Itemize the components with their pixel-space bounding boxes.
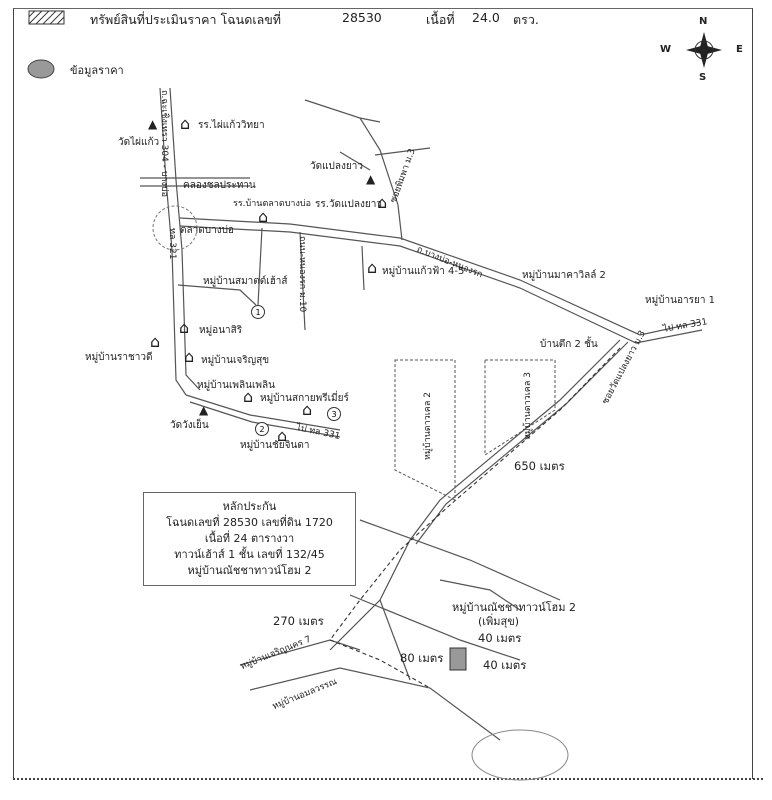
label-smart-house: หมู่บ้านสมาตต์เฮ้าส์ — [203, 276, 288, 287]
area-value: 24.0 — [472, 10, 500, 25]
label-canal: คลองชลประทาน — [183, 180, 256, 191]
compass-south: S — [699, 72, 707, 83]
label-road-304: ถ.ฉะเชิงเทรา 304 - บางบ่อ — [159, 90, 169, 198]
house-icon: ⌂ — [258, 207, 269, 226]
deed-number: 28530 — [342, 10, 382, 25]
label-lot-1: หมู่บ้านดาวเคล 2 — [423, 392, 433, 460]
price-info-legend-icon — [27, 59, 55, 79]
house-icon: ⌂ — [367, 258, 378, 277]
house-icon: ⌂ — [150, 332, 161, 351]
route-dashed-80 — [329, 639, 431, 689]
road-331-south-1 — [185, 394, 341, 431]
property-title: ทรัพย์สินที่ประเมินราคา โฉนดเลขที่ — [90, 12, 282, 27]
stamp-seal — [471, 729, 569, 781]
area-label: เนื้อที่ — [426, 12, 455, 27]
road-bang-bo-1 — [179, 217, 701, 336]
soi-branch — [359, 117, 381, 123]
label-ana-siri: หมู่อนาสิริ — [199, 325, 243, 336]
estate-road-west — [379, 599, 411, 681]
road-short-2 — [257, 227, 263, 306]
hatched-legend-icon — [28, 10, 65, 25]
label-lot-2: หมู่บ้านดาวเคล 3 — [523, 372, 533, 440]
label-school-talat: รร.บ้านตลาดบางบ่อ — [233, 199, 311, 209]
label-mata-ville: หมู่บ้านมาคาวิลล์ 2 — [522, 270, 606, 281]
house-icon: ⌂ — [180, 114, 191, 133]
road-bang-bo-2 — [179, 225, 703, 344]
estate-road-mid — [349, 594, 521, 661]
label-road-nong-rak-short: ถนน-หนองรก ม.10 — [297, 236, 307, 313]
collateral-line1: โฉนดเลขที่ 28530 เลขที่ดิน 1720 — [166, 516, 333, 529]
estate-road-ne — [439, 579, 521, 611]
collateral-title: หลักประกัน — [222, 500, 277, 513]
label-wat-plaeng-yao: วัดแปลงยาว — [310, 161, 364, 172]
soi-plaeng-yao-1 — [304, 99, 403, 241]
marker-circle: 1 — [251, 305, 265, 319]
road-to-smart-house — [177, 284, 257, 306]
compass-rose: N S W E — [660, 16, 744, 83]
house-icon: ⌂ — [302, 400, 313, 419]
marker-number: 1 — [255, 308, 260, 317]
site-marker — [449, 647, 467, 671]
road-amorn — [249, 667, 501, 741]
label-arya: หมู่บ้านอารยา 1 — [645, 295, 715, 306]
label-charoen-suk: หมู่บ้านเจริญสุข — [201, 355, 270, 366]
distance-40-b: 40 เมตร — [483, 658, 527, 672]
label-sky-premier: หมู่บ้านสกายพรีเมี่ยร์ — [260, 393, 349, 404]
label-talat-bang-bo: ตลาดบางบ่อ — [180, 225, 234, 236]
temple-icon: ▲ — [366, 172, 376, 186]
label-kaew-fa: หมู่บ้านแก้วฟ้า 4-5 — [382, 266, 465, 277]
label-ploen-ploen: หมู่บ้านเพลินเพลิน — [197, 380, 275, 391]
house-icon: ⌂ — [277, 426, 288, 445]
bottom-dotted-rule — [13, 778, 763, 780]
compass-west: W — [660, 44, 672, 55]
market-circle — [152, 205, 198, 251]
road-to-site-2 — [415, 341, 629, 545]
label-chai-chinda: หมู่บ้านชัยจินดา — [240, 440, 310, 451]
temple-icon: ▲ — [199, 403, 209, 417]
collateral-line3: ทาวน์เฮ้าส์ 1 ชั้น เลขที่ 132/45 — [174, 548, 325, 561]
estate-road-north — [359, 519, 561, 601]
distance-650: 650 เมตร — [514, 459, 565, 473]
label-natcha-2: หมู่บ้านณัชชาทาวน์โฮม 2 — [452, 601, 576, 614]
highway-304-line-2 — [169, 87, 201, 391]
label-road-321: ทล 321 — [167, 228, 177, 260]
label-wat-phai-kaew: วัดไผ่แก้ว — [118, 137, 160, 148]
price-info-legend-label: ข้อมูลราคา — [70, 64, 124, 77]
road-331-south-2 — [189, 401, 341, 438]
collateral-box: หลักประกัน โฉนดเลขที่ 28530 เลขที่ดิน 17… — [143, 492, 356, 586]
house-icon: ⌂ — [179, 318, 190, 337]
soi-branch-3 — [339, 151, 371, 171]
marker-number: 3 — [331, 410, 336, 419]
road-short-1 — [299, 231, 306, 331]
compass-star-icon — [686, 32, 722, 68]
label-ratchawadi: หมู่บ้านราชาวดี — [85, 352, 153, 363]
map-frame — [13, 8, 753, 779]
label-school-wat-plaeng-yao: รร.วัดแปลงยาว — [315, 199, 382, 210]
soi-branch-2 — [374, 147, 431, 156]
road-to-site-1 — [329, 339, 621, 651]
house-icon: ⌂ — [184, 347, 195, 366]
distance-270: 270 เมตร — [273, 614, 324, 628]
compass-east: E — [736, 44, 743, 55]
temple-icon: ▲ — [148, 117, 158, 131]
marker-circle: 2 — [255, 422, 269, 436]
label-wat-wang-yen: วัดวังเย็น — [170, 420, 209, 431]
distance-40-a: 40 เมตร — [478, 631, 522, 645]
marker-number: 2 — [259, 425, 264, 434]
house-icon: ⌂ — [377, 193, 388, 212]
label-natcha-2-sub: (เพิ่มสุข) — [478, 615, 520, 628]
compass-north: N — [699, 16, 708, 27]
area-unit: ตรว. — [513, 12, 539, 27]
label-school-phai-kaew: รร.ไผ่แก้ววิทยา — [198, 120, 265, 131]
lot-2-outline — [484, 359, 556, 456]
route-dashed-650 — [329, 347, 621, 641]
road-short-3 — [361, 245, 365, 291]
collateral-line4: หมู่บ้านณัชชาทาวน์โฮม 2 — [187, 564, 312, 577]
collateral-line2: เนื้อที่ 24 ตารางวา — [204, 532, 295, 545]
house-icon: ⌂ — [243, 387, 254, 406]
distance-80: 80 เมตร — [400, 651, 444, 665]
label-building-2-floor: บ้านตึก 2 ชั้น — [540, 339, 598, 350]
marker-circle: 3 — [327, 407, 341, 421]
